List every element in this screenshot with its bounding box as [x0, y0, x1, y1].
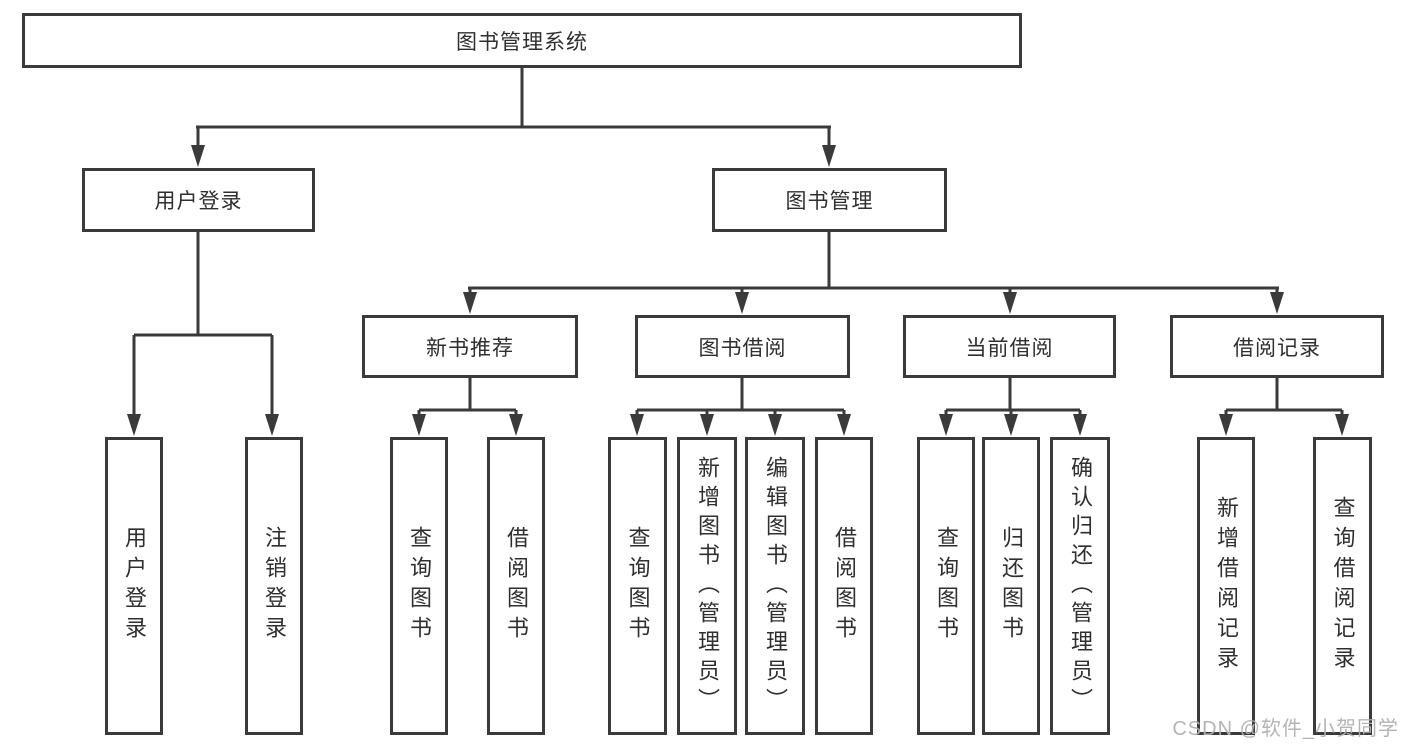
- leaf-query-borrow-record: 查询借阅记录: [1313, 437, 1372, 735]
- csdn-watermark: CSDN @软件_小贺同学: [1172, 718, 1399, 740]
- node-label: 借阅记录: [1233, 336, 1321, 360]
- node-label: 编辑图书（管理员）: [763, 455, 788, 717]
- node-label: 借阅图书: [504, 526, 529, 646]
- node-label: 查询图书: [625, 526, 651, 646]
- leaf-confirm-return-admin: 确认归还（管理员）: [1050, 437, 1110, 735]
- leaf-add-books-admin: 新增图书（管理员）: [677, 437, 737, 735]
- node-new-book-recommendation: 新书推荐: [362, 315, 578, 378]
- node-label: 查询借阅记录: [1330, 496, 1356, 676]
- node-label: 查询图书: [407, 526, 432, 646]
- node-label: 新增图书（管理员）: [695, 455, 720, 717]
- node-label: 新书推荐: [426, 336, 514, 360]
- leaf-borrow-books: 借阅图书: [815, 437, 873, 735]
- node-label: 用户登录: [122, 526, 147, 646]
- node-label: 注销登录: [262, 526, 287, 646]
- leaf-query-books-recommend: 查询图书: [390, 437, 448, 735]
- leaf-user-login: 用户登录: [105, 437, 163, 735]
- leaf-add-borrow-record: 新增借阅记录: [1197, 437, 1255, 735]
- leaf-edit-books-admin: 编辑图书（管理员）: [745, 437, 805, 735]
- leaf-query-books-borrowing: 查询图书: [608, 437, 667, 735]
- node-label: 新增借阅记录: [1214, 496, 1239, 676]
- node-borrowing-records: 借阅记录: [1170, 315, 1384, 378]
- leaf-logout: 注销登录: [245, 437, 303, 735]
- node-book-management: 图书管理: [712, 168, 947, 232]
- node-label: 图书管理: [785, 190, 874, 213]
- node-label: 借阅图书: [832, 526, 857, 646]
- node-book-borrowing: 图书借阅: [635, 315, 850, 378]
- node-current-borrowing: 当前借阅: [903, 315, 1116, 378]
- leaf-return-books: 归还图书: [982, 437, 1040, 735]
- node-label: 图书借阅: [698, 336, 787, 360]
- node-library-management-system: 图书管理系统: [22, 13, 1022, 68]
- node-label: 图书管理系统: [456, 30, 588, 54]
- node-label: 确认归还（管理员）: [1068, 455, 1093, 717]
- node-label: 归还图书: [999, 526, 1024, 646]
- node-label: 查询图书: [934, 526, 959, 646]
- leaf-query-books-current: 查询图书: [917, 437, 975, 735]
- node-label: 当前借阅: [965, 336, 1054, 360]
- node-user-login: 用户登录: [82, 168, 315, 232]
- node-label: 用户登录: [154, 190, 243, 213]
- leaf-borrow-books-recommend: 借阅图书: [487, 437, 545, 735]
